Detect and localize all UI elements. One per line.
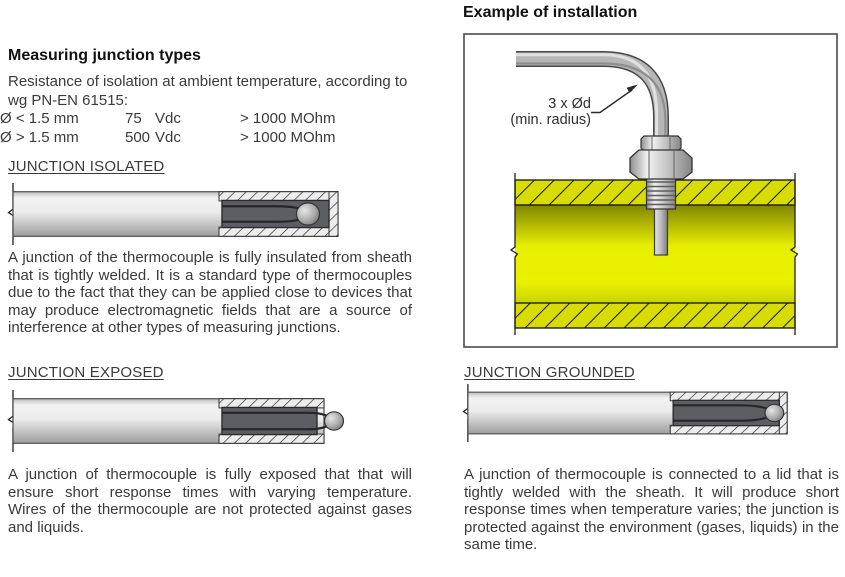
bent-tube bbox=[516, 51, 669, 145]
spec-row: Ø < 1.5 mm 75 Vdc > 1000 MOhm bbox=[0, 110, 335, 127]
threaded-fitting bbox=[645, 176, 677, 210]
pipe-wall-bottom bbox=[514, 302, 796, 329]
spec-voltage: 75 bbox=[125, 110, 142, 127]
break-line-left bbox=[509, 173, 519, 335]
hatched-wall-bottom bbox=[669, 424, 788, 435]
spec-unit: Vdc bbox=[155, 110, 181, 127]
example-of-installation-title: Example of installation bbox=[463, 4, 638, 21]
spec-resistance: > 1000 MOhm bbox=[240, 110, 336, 127]
measuring-junction-types-title: Measuring junction types bbox=[8, 47, 201, 64]
hatched-wall-top bbox=[669, 391, 788, 402]
junction-grounded-diagram bbox=[462, 384, 788, 442]
compression-nut-upper bbox=[640, 135, 682, 152]
junction-ball bbox=[323, 411, 345, 431]
hatched-wall-top bbox=[218, 398, 325, 409]
spec-diameter: Ø < 1.5 mm bbox=[0, 110, 79, 127]
junction-isolated-description: A junction of the thermocouple is fully … bbox=[8, 249, 412, 337]
junction-exposed-heading: JUNCTION EXPOSED bbox=[8, 364, 164, 381]
end-cap bbox=[328, 191, 339, 237]
resistance-note: Resistance of isolation at ambient tempe… bbox=[8, 73, 408, 109]
junction-grounded-description: A junction of thermocouple is connected … bbox=[464, 466, 839, 554]
hatched-wall-bottom bbox=[218, 433, 325, 444]
spec-resistance: > 1000 MOhm bbox=[240, 129, 336, 146]
spec-row: Ø > 1.5 mm 500 Vdc > 1000 MOhm bbox=[0, 129, 335, 146]
radius-label: 3 x Ød (min. radius) bbox=[497, 96, 591, 128]
break-line-right bbox=[789, 173, 799, 335]
junction-ball bbox=[295, 202, 321, 226]
junction-ball bbox=[764, 403, 785, 423]
radius-leader-arrow bbox=[591, 84, 638, 114]
spec-unit: Vdc bbox=[155, 129, 181, 146]
installation-diagram bbox=[463, 33, 838, 348]
radius-label-line1: 3 x Ød bbox=[548, 96, 591, 112]
radius-label-line2: (min. radius) bbox=[510, 112, 591, 128]
insulation bbox=[672, 399, 780, 427]
hex-nut-body bbox=[629, 149, 693, 180]
hatched-wall-top bbox=[218, 191, 339, 202]
probe-stem bbox=[653, 206, 669, 256]
insulation bbox=[221, 406, 318, 436]
junction-exposed-description: A junction of thermocouple is fully expo… bbox=[8, 466, 412, 536]
junction-isolated-heading: JUNCTION ISOLATED bbox=[8, 158, 165, 175]
junction-grounded-heading: JUNCTION GROUNDED bbox=[464, 364, 635, 381]
spec-voltage: 500 bbox=[125, 129, 151, 146]
junction-exposed-diagram bbox=[7, 390, 345, 452]
hatched-wall-bottom bbox=[218, 226, 339, 237]
junction-isolated-diagram bbox=[7, 183, 339, 245]
spec-diameter: Ø > 1.5 mm bbox=[0, 129, 79, 146]
